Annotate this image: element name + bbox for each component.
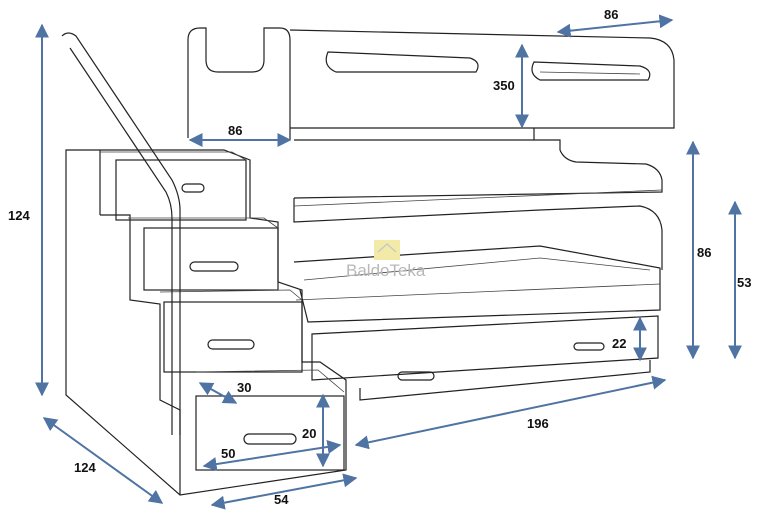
arrow-stair-width	[210, 473, 358, 510]
svg-text:BaldoTeka: BaldoTeka	[346, 261, 426, 280]
arrow-step-width	[202, 440, 342, 471]
watermark-logo: BaldoTeka	[346, 240, 426, 280]
dimension-arrows	[35, 14, 742, 510]
dimension-labels: 86 350 86 124 86 53 22 30 20 50 196 124 …	[8, 7, 751, 507]
arrow-length	[354, 375, 667, 450]
arrow-step-depth	[198, 382, 238, 404]
label-total-height: 124	[8, 208, 30, 223]
label-lower-height: 53	[737, 275, 751, 290]
label-step-width: 50	[221, 446, 235, 461]
label-top-depth: 86	[604, 7, 618, 22]
label-step-depth: 30	[237, 380, 251, 395]
label-step-height: 20	[302, 426, 316, 441]
label-drawer-height: 22	[612, 336, 626, 351]
label-length: 196	[527, 416, 549, 431]
label-stair-length: 124	[74, 460, 96, 475]
label-stair-width: 54	[274, 492, 289, 507]
label-right-height: 86	[697, 245, 711, 260]
label-upper-width: 86	[228, 123, 242, 138]
label-top-panel-height: 350	[493, 78, 515, 93]
arrow-stair-length	[42, 417, 164, 504]
arrow-top-depth	[556, 14, 674, 38]
